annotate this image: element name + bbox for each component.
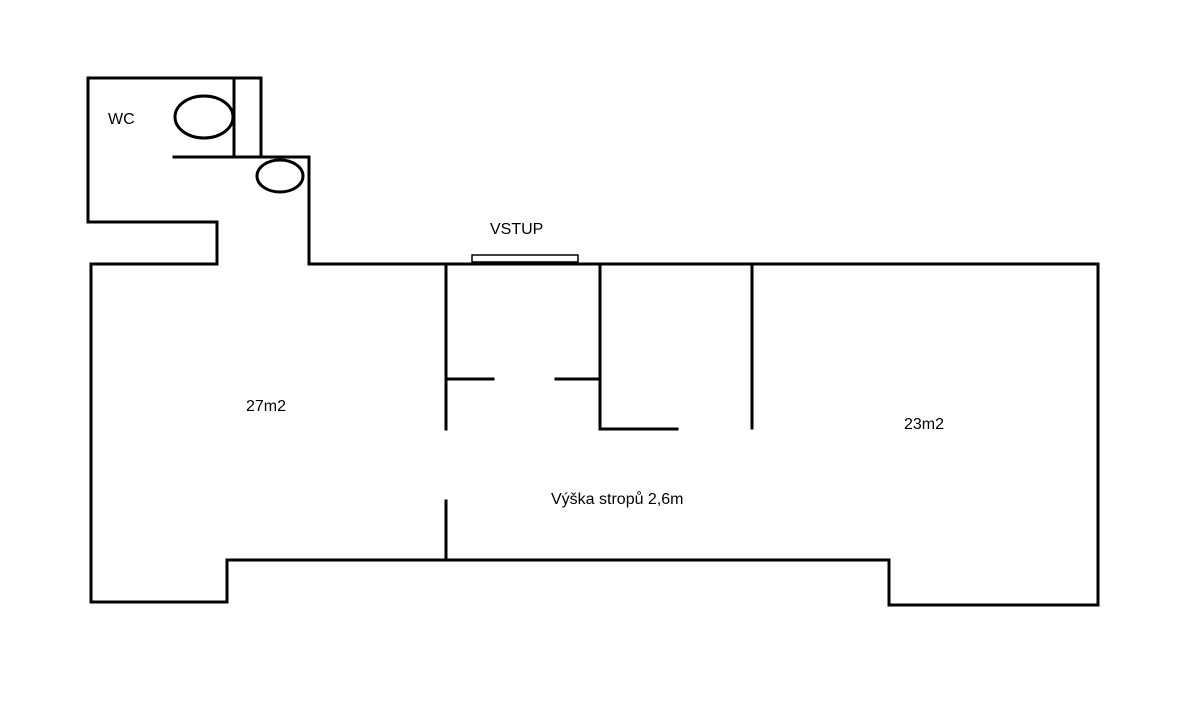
entrance-label: VSTUP: [490, 221, 544, 238]
room-left-area-label: 27m2: [246, 398, 287, 415]
ceiling-height-label: Výška stropů 2,6m: [551, 491, 684, 508]
entrance-door: [471, 254, 579, 263]
sink-icon: [255, 158, 305, 194]
wc-label: WC: [108, 111, 135, 128]
toilet-icon: [173, 94, 235, 140]
room-right-area-label: 23m2: [904, 416, 945, 433]
outer-wall: [86, 76, 1100, 607]
